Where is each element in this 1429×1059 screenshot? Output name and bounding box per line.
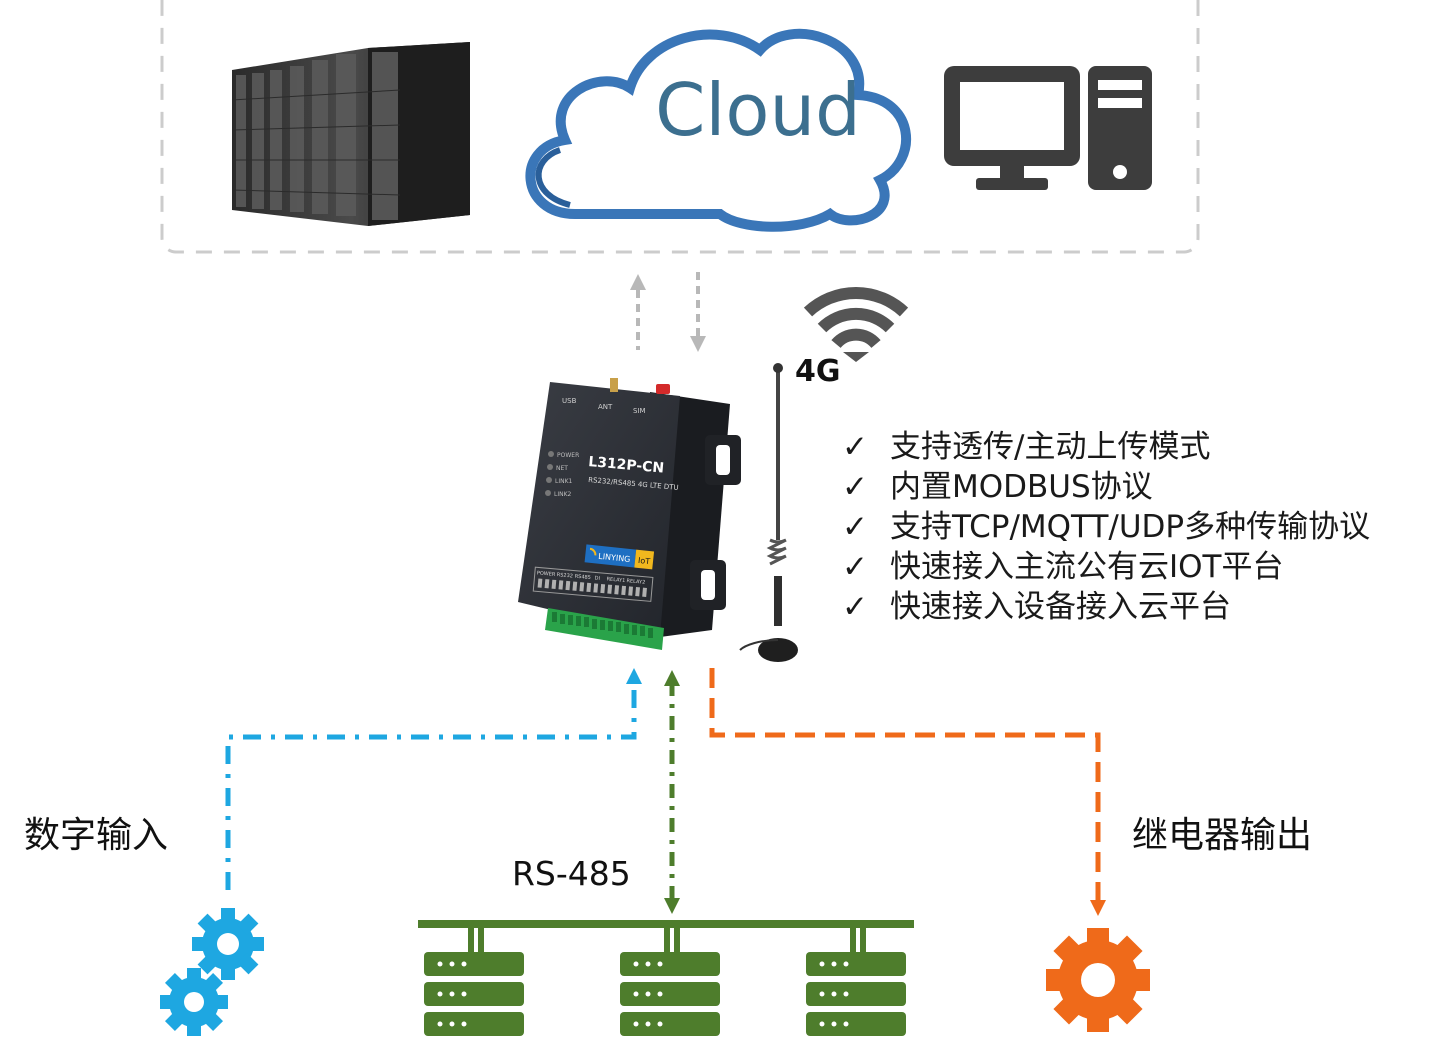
feature-text: 内置MODBUS协议 xyxy=(890,469,1153,505)
port-label-ant: ANT xyxy=(598,403,613,411)
brand-name: LINYING xyxy=(598,552,631,564)
check-icon: ✓ xyxy=(842,469,868,505)
terminal-label-rs485: RS485 xyxy=(574,574,591,581)
relay-output-arrow xyxy=(1090,900,1106,916)
gear-blue-large xyxy=(192,908,264,980)
cloud-link-down-arrow xyxy=(690,272,706,352)
rs485-arrow-down xyxy=(664,898,680,914)
feature-item: ✓ 支持TCP/MQTT/UDP多种传输协议 xyxy=(842,501,1370,546)
gear-icon xyxy=(160,908,264,1036)
digital-input-label: 数字输入 xyxy=(24,815,169,856)
check-icon: ✓ xyxy=(842,549,868,585)
digital-input-arrow xyxy=(626,668,642,684)
feature-item: ✓ 支持透传/主动上传模式 xyxy=(842,421,1210,466)
terminal-label-di: DI xyxy=(594,575,600,581)
check-icon: ✓ xyxy=(842,589,868,625)
device-model: L312P-CN xyxy=(588,454,665,477)
terminal-label-power: POWER xyxy=(537,570,557,578)
port-label-usb: USB xyxy=(562,397,577,405)
cloud-label: Cloud xyxy=(655,68,861,152)
terminal-label-rs232: RS232 xyxy=(556,572,573,579)
terminal-label-strip: POWER RS232 RS485 DI RELAY1 RELAY2 xyxy=(532,566,654,602)
feature-item: ✓ 内置MODBUS协议 xyxy=(842,461,1153,506)
server-stack-2 xyxy=(620,952,720,1036)
terminal-label-relay1: RELAY1 xyxy=(606,576,625,584)
server-stack-1 xyxy=(424,952,524,1036)
feature-item: ✓ 快速接入设备接入云平台 xyxy=(842,581,1231,626)
gear-orange xyxy=(1046,928,1150,1032)
terminal-block xyxy=(545,608,664,650)
desktop-computer-icon xyxy=(944,66,1152,190)
led-label-link1: LINK1 xyxy=(555,478,573,485)
brand-tag: IoT xyxy=(638,556,651,566)
server-rack-icon xyxy=(231,42,470,226)
cloud-icon: Cloud xyxy=(525,28,911,232)
relay-output-link xyxy=(709,668,1101,900)
led-label-net: NET xyxy=(556,465,568,472)
gear-blue-small xyxy=(160,968,228,1036)
antenna-icon xyxy=(739,363,798,662)
check-icon: ✓ xyxy=(842,509,868,545)
rs485-label: RS-485 xyxy=(512,854,631,893)
rs485-bus xyxy=(418,920,914,952)
led-label-link2: LINK2 xyxy=(554,491,572,498)
feature-text: 支持透传/主动上传模式 xyxy=(890,429,1211,465)
led-label-power: POWER xyxy=(557,452,579,459)
feature-text: 快速接入设备接入云平台 xyxy=(890,589,1231,625)
feature-text: 支持TCP/MQTT/UDP多种传输协议 xyxy=(890,509,1371,545)
cloud-link-up-arrow xyxy=(630,274,646,350)
terminal-label-relay2: RELAY2 xyxy=(626,578,645,586)
device-leds: POWER NET LINK1 LINK2 xyxy=(545,451,579,498)
server-stack-3 xyxy=(806,952,906,1036)
check-icon: ✓ xyxy=(842,429,868,465)
cloud-region-border xyxy=(160,0,1200,254)
relay-output-label: 继电器输出 xyxy=(1132,815,1313,856)
feature-item: ✓ 快速接入主流公有云IOT平台 xyxy=(842,541,1283,586)
port-label-sim: SIM xyxy=(633,407,646,415)
brand-badge: LINYING IoT xyxy=(584,544,655,570)
server-stack-icon xyxy=(424,952,906,1036)
signal-label: 4G xyxy=(795,354,841,389)
feature-text: 快速接入主流公有云IOT平台 xyxy=(890,549,1284,585)
dtu-device: USB ANT SIM POWER NET LINK1 LINK2 L312P-… xyxy=(518,378,741,650)
rs485-arrow-up xyxy=(664,670,680,686)
wifi-icon xyxy=(803,286,909,362)
